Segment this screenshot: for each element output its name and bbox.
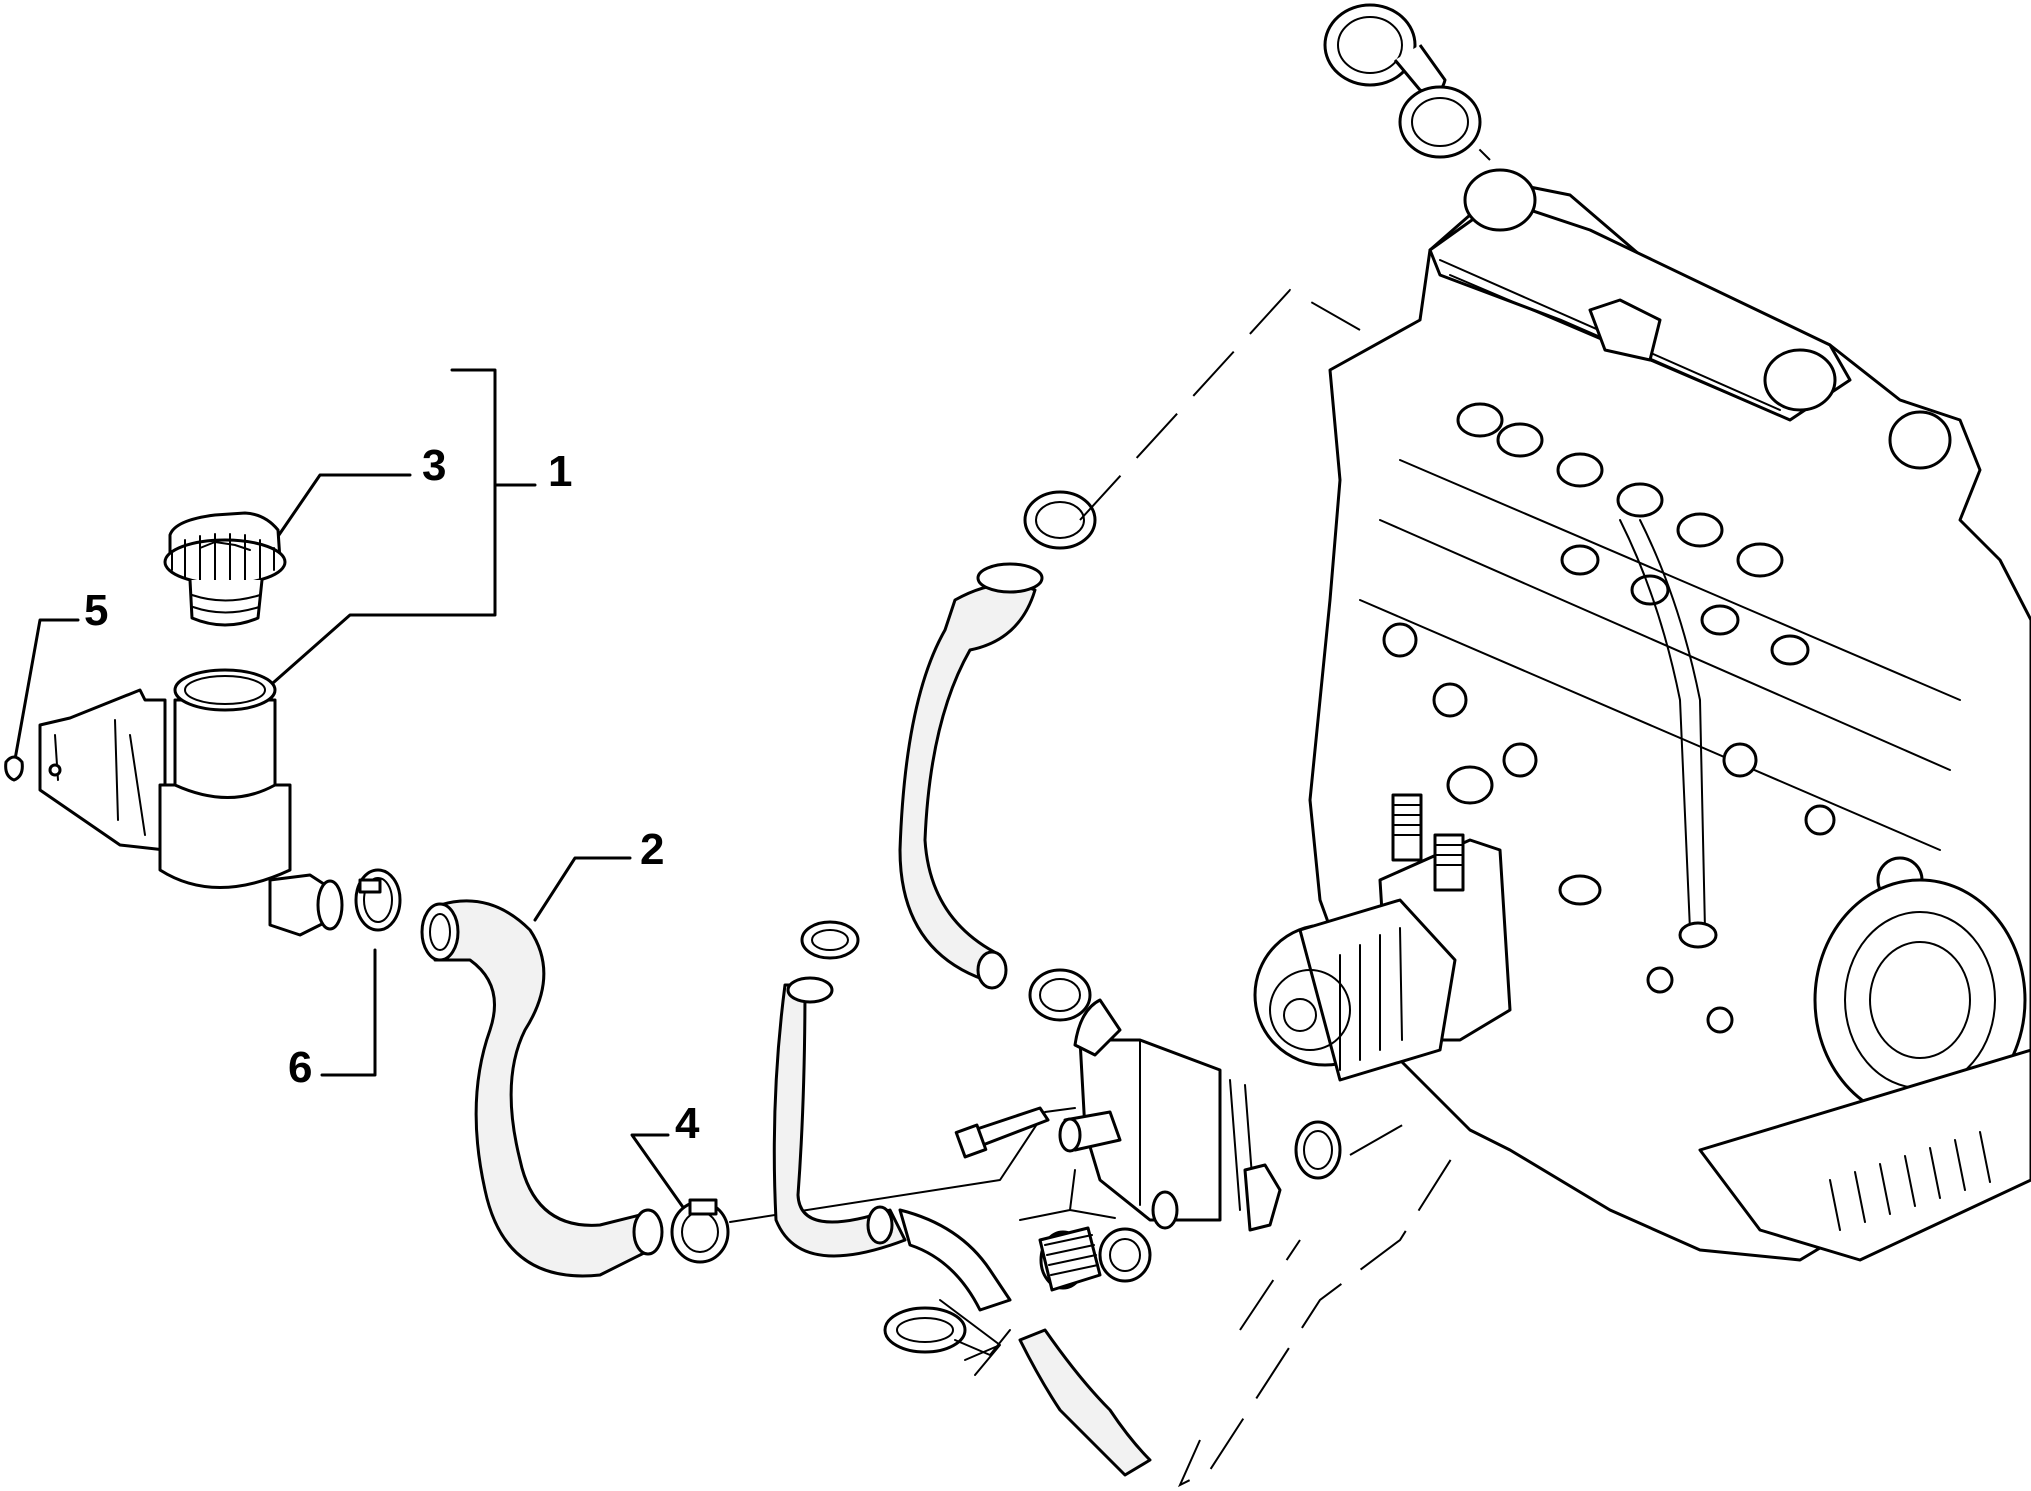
callout-label-5: 5 bbox=[84, 586, 108, 635]
hose-clamp-4-icon bbox=[670, 1107, 1076, 1264]
callout-5: 5 bbox=[12, 586, 108, 767]
callout-label-3: 3 bbox=[422, 441, 446, 490]
callout-label-6: 6 bbox=[288, 1043, 312, 1092]
engine-block-icon bbox=[1253, 168, 2031, 1262]
hose-clamp-6-icon bbox=[354, 868, 402, 932]
oil-reservoir-icon bbox=[4, 668, 344, 937]
callout-6: 6 bbox=[288, 948, 377, 1092]
engine-filler-cap-icon bbox=[1323, 3, 1482, 159]
callout-label-2: 2 bbox=[640, 825, 664, 874]
callout-1: 1 bbox=[263, 368, 572, 692]
callout-2: 2 bbox=[533, 825, 664, 922]
hose-2-icon bbox=[420, 899, 664, 1278]
callout-label-4: 4 bbox=[675, 1099, 700, 1148]
callout-label-1: 1 bbox=[548, 447, 572, 496]
callout-3: 3 bbox=[268, 441, 446, 550]
callout-4: 4 bbox=[630, 1099, 700, 1212]
nut-5 bbox=[4, 755, 24, 782]
oil-filler-cap-icon bbox=[163, 511, 287, 627]
vent-tube-assembly bbox=[772, 490, 1342, 1477]
